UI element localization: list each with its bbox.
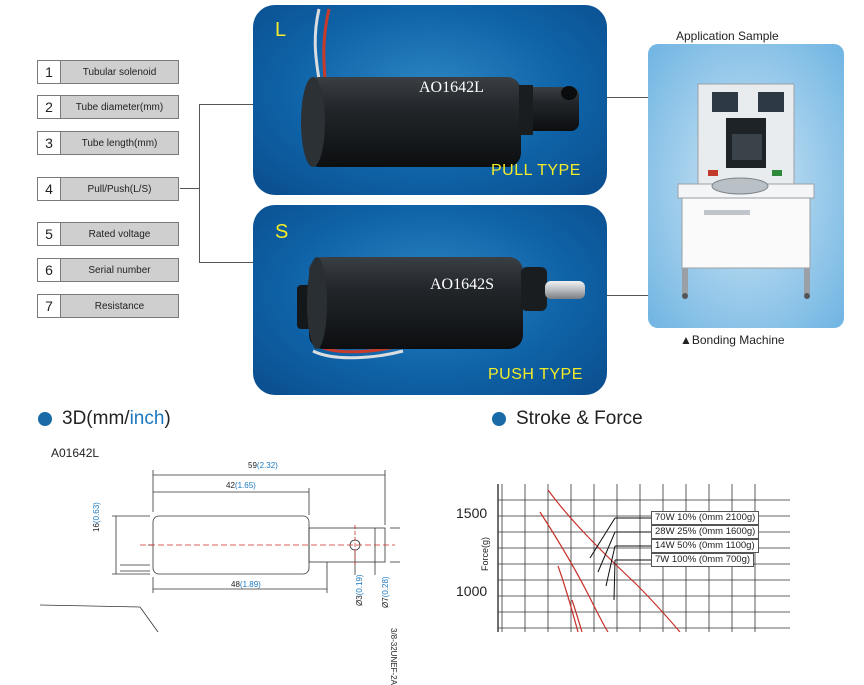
dimensions-heading: 3D(mm/inch)	[38, 408, 171, 430]
spec-number: 2	[37, 95, 61, 119]
stroke-force-chart	[497, 484, 790, 632]
application-caption: ▲Bonding Machine	[680, 333, 785, 347]
spec-number: 1	[37, 60, 61, 84]
y-tick-1500: 1500	[456, 505, 488, 521]
pull-solenoid-image	[301, 8, 579, 167]
dim-rod: Ø7(0.28)	[381, 576, 390, 608]
push-model-label: AO1642S	[430, 276, 495, 293]
connector-line	[180, 188, 200, 189]
push-solenoid-image	[297, 257, 585, 360]
legend-item: 70W 10% (0mm 2100g)	[651, 511, 760, 525]
connector-line	[607, 97, 649, 98]
dimension-drawing	[39, 470, 400, 632]
spec-label: Tubular solenoid	[61, 60, 179, 84]
stroke-force-heading: Stroke & Force	[492, 408, 643, 430]
force-curve	[547, 489, 681, 632]
spec-label: Pull/Push(L/S)	[61, 177, 179, 201]
legend-item: 28W 25% (0mm 1600g)	[651, 525, 760, 539]
dim-thread: 3/8-32UNEF-2A	[389, 628, 398, 685]
dim-diameter: 16(0.63)	[92, 502, 101, 532]
pull-letter: L	[275, 19, 287, 41]
y-tick-1000: 1000	[456, 583, 488, 599]
push-type-panel: S AO1642S PUSH TYPE	[253, 205, 607, 395]
spec-number: 4	[37, 177, 61, 201]
legend-leader-line	[605, 545, 616, 587]
push-letter: S	[275, 221, 289, 243]
legend-item: 14W 50% (0mm 1100g)	[651, 539, 759, 553]
spec-row-1: 1 Tubular solenoid	[37, 60, 179, 84]
y-axis-label: Force(g)	[480, 536, 490, 571]
bonding-machine-image	[677, 83, 815, 299]
legend-item: 7W 100% (0mm 700g)	[651, 553, 755, 567]
force-curve	[539, 511, 609, 632]
connector-line	[199, 104, 255, 105]
spec-label: Serial number	[61, 258, 179, 282]
connector-line	[199, 104, 200, 262]
spec-row-6: 6 Serial number	[37, 258, 179, 282]
spec-number: 7	[37, 294, 61, 318]
spec-number: 5	[37, 222, 61, 246]
spec-label: Rated voltage	[61, 222, 179, 246]
dim-total-length: 59(2.32)	[248, 461, 278, 470]
spec-row-4: 4 Pull/Push(L/S)	[37, 177, 179, 201]
drawing-model-label: A01642L	[51, 446, 100, 460]
dim-hole: Ø3(0.19)	[355, 574, 364, 606]
spec-label: Tube diameter(mm)	[61, 95, 179, 119]
legend-leader-line	[597, 531, 616, 573]
spec-number: 6	[37, 258, 61, 282]
connector-line	[607, 295, 649, 296]
dim-body-length: 42(1.65)	[226, 481, 256, 490]
pull-type-panel: L AO1642L PULL TYPE	[253, 5, 607, 195]
spec-label: Resistance	[61, 294, 179, 318]
spec-row-7: 7 Resistance	[37, 294, 179, 318]
bullet-icon	[492, 412, 506, 426]
application-title: Application Sample	[676, 29, 779, 43]
force-curve	[571, 599, 583, 632]
spec-row-2: 2 Tube diameter(mm)	[37, 95, 179, 119]
pull-model-label: AO1642L	[419, 79, 484, 96]
spec-number: 3	[37, 131, 61, 155]
connector-line	[199, 262, 255, 263]
force-curve	[557, 565, 579, 632]
legend-leader-line	[613, 559, 616, 601]
spec-row-5: 5 Rated voltage	[37, 222, 179, 246]
dim-bottom-length: 48(1.89)	[231, 580, 261, 589]
spec-label: Tube length(mm)	[61, 131, 179, 155]
legend-leader-line	[589, 517, 616, 559]
pull-type-label: PULL TYPE	[491, 162, 581, 179]
push-type-label: PUSH TYPE	[488, 366, 583, 383]
bullet-icon	[38, 412, 52, 426]
spec-row-3: 3 Tube length(mm)	[37, 131, 179, 155]
application-image-panel	[648, 44, 844, 328]
